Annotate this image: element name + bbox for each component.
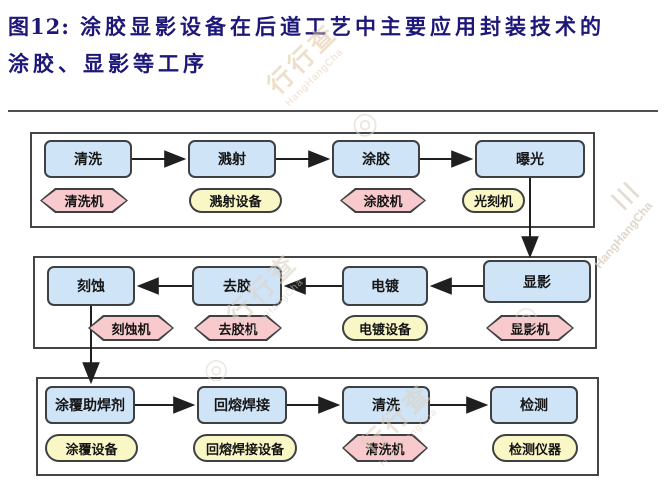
process-step-tufu: 涂覆助焊剂	[45, 386, 135, 424]
figure-title-text1: 涂胶显影设备在后道工艺中主要应用封装技术的	[79, 14, 605, 39]
process-step-huirong: 回熔焊接	[197, 386, 287, 424]
equipment-badge-qujiaoji: 去胶机	[194, 315, 282, 341]
process-step-baoguang: 曝光	[475, 140, 585, 178]
equipment-badge-label: 刻蚀机	[90, 317, 172, 339]
equipment-badge-label: 清洗机	[344, 436, 426, 460]
process-step-xianying: 显影	[483, 260, 591, 303]
figure-title: 图12: 涂胶显影设备在后道工艺中主要应用封装技术的 涂胶、显影等工序	[8, 8, 658, 82]
process-lane-2	[33, 256, 597, 349]
process-lane-3	[36, 377, 599, 476]
figure-number: 图12:	[8, 14, 70, 39]
equipment-badge-guangkeji: 光刻机	[462, 188, 525, 213]
equipment-badge-huirong-shebei: 回熔焊接设备	[193, 434, 297, 462]
watermark-logo-icon: ☰	[604, 176, 645, 217]
equipment-badge-label: 清洗机	[42, 190, 126, 211]
equipment-badge-qingxiji-2: 清洗机	[342, 434, 428, 462]
process-step-tujiao: 涂胶	[332, 140, 420, 178]
equipment-badge-label: 显影机	[488, 317, 572, 339]
figure-title-line1: 图12: 涂胶显影设备在后道工艺中主要应用封装技术的	[8, 8, 658, 45]
process-step-jianshe: 溅射	[188, 140, 276, 178]
equipment-badge-tufu-shebei: 涂覆设备	[45, 434, 138, 462]
equipment-badge-xianyingji: 显影机	[486, 315, 574, 341]
equipment-badge-jiance-yiqi: 检测仪器	[492, 434, 578, 462]
equipment-badge-keshiji: 刻蚀机	[88, 315, 174, 341]
equipment-badge-qingxiji-1: 清洗机	[40, 188, 128, 213]
process-step-jiance: 检测	[490, 386, 578, 424]
figure-title-line2: 涂胶、显影等工序	[8, 51, 208, 76]
equipment-badge-tujiaoji: 涂胶机	[340, 188, 426, 213]
watermark-latin: HangHangCha	[591, 198, 656, 272]
process-step-diandu: 电镀	[342, 266, 428, 306]
equipment-badge-jianshe-shebei: 溅射设备	[189, 188, 282, 213]
process-lane-1	[30, 132, 595, 228]
equipment-badge-label: 涂胶机	[342, 190, 424, 211]
title-divider	[8, 110, 658, 112]
process-step-qingxi-1: 清洗	[44, 140, 132, 178]
process-step-keshi: 刻蚀	[47, 266, 135, 306]
process-step-qingxi-2: 清洗	[342, 386, 430, 424]
equipment-badge-diandu-shebei: 电镀设备	[342, 315, 428, 341]
equipment-badge-label: 去胶机	[196, 317, 280, 339]
process-step-qujiao: 去胶	[192, 266, 282, 306]
